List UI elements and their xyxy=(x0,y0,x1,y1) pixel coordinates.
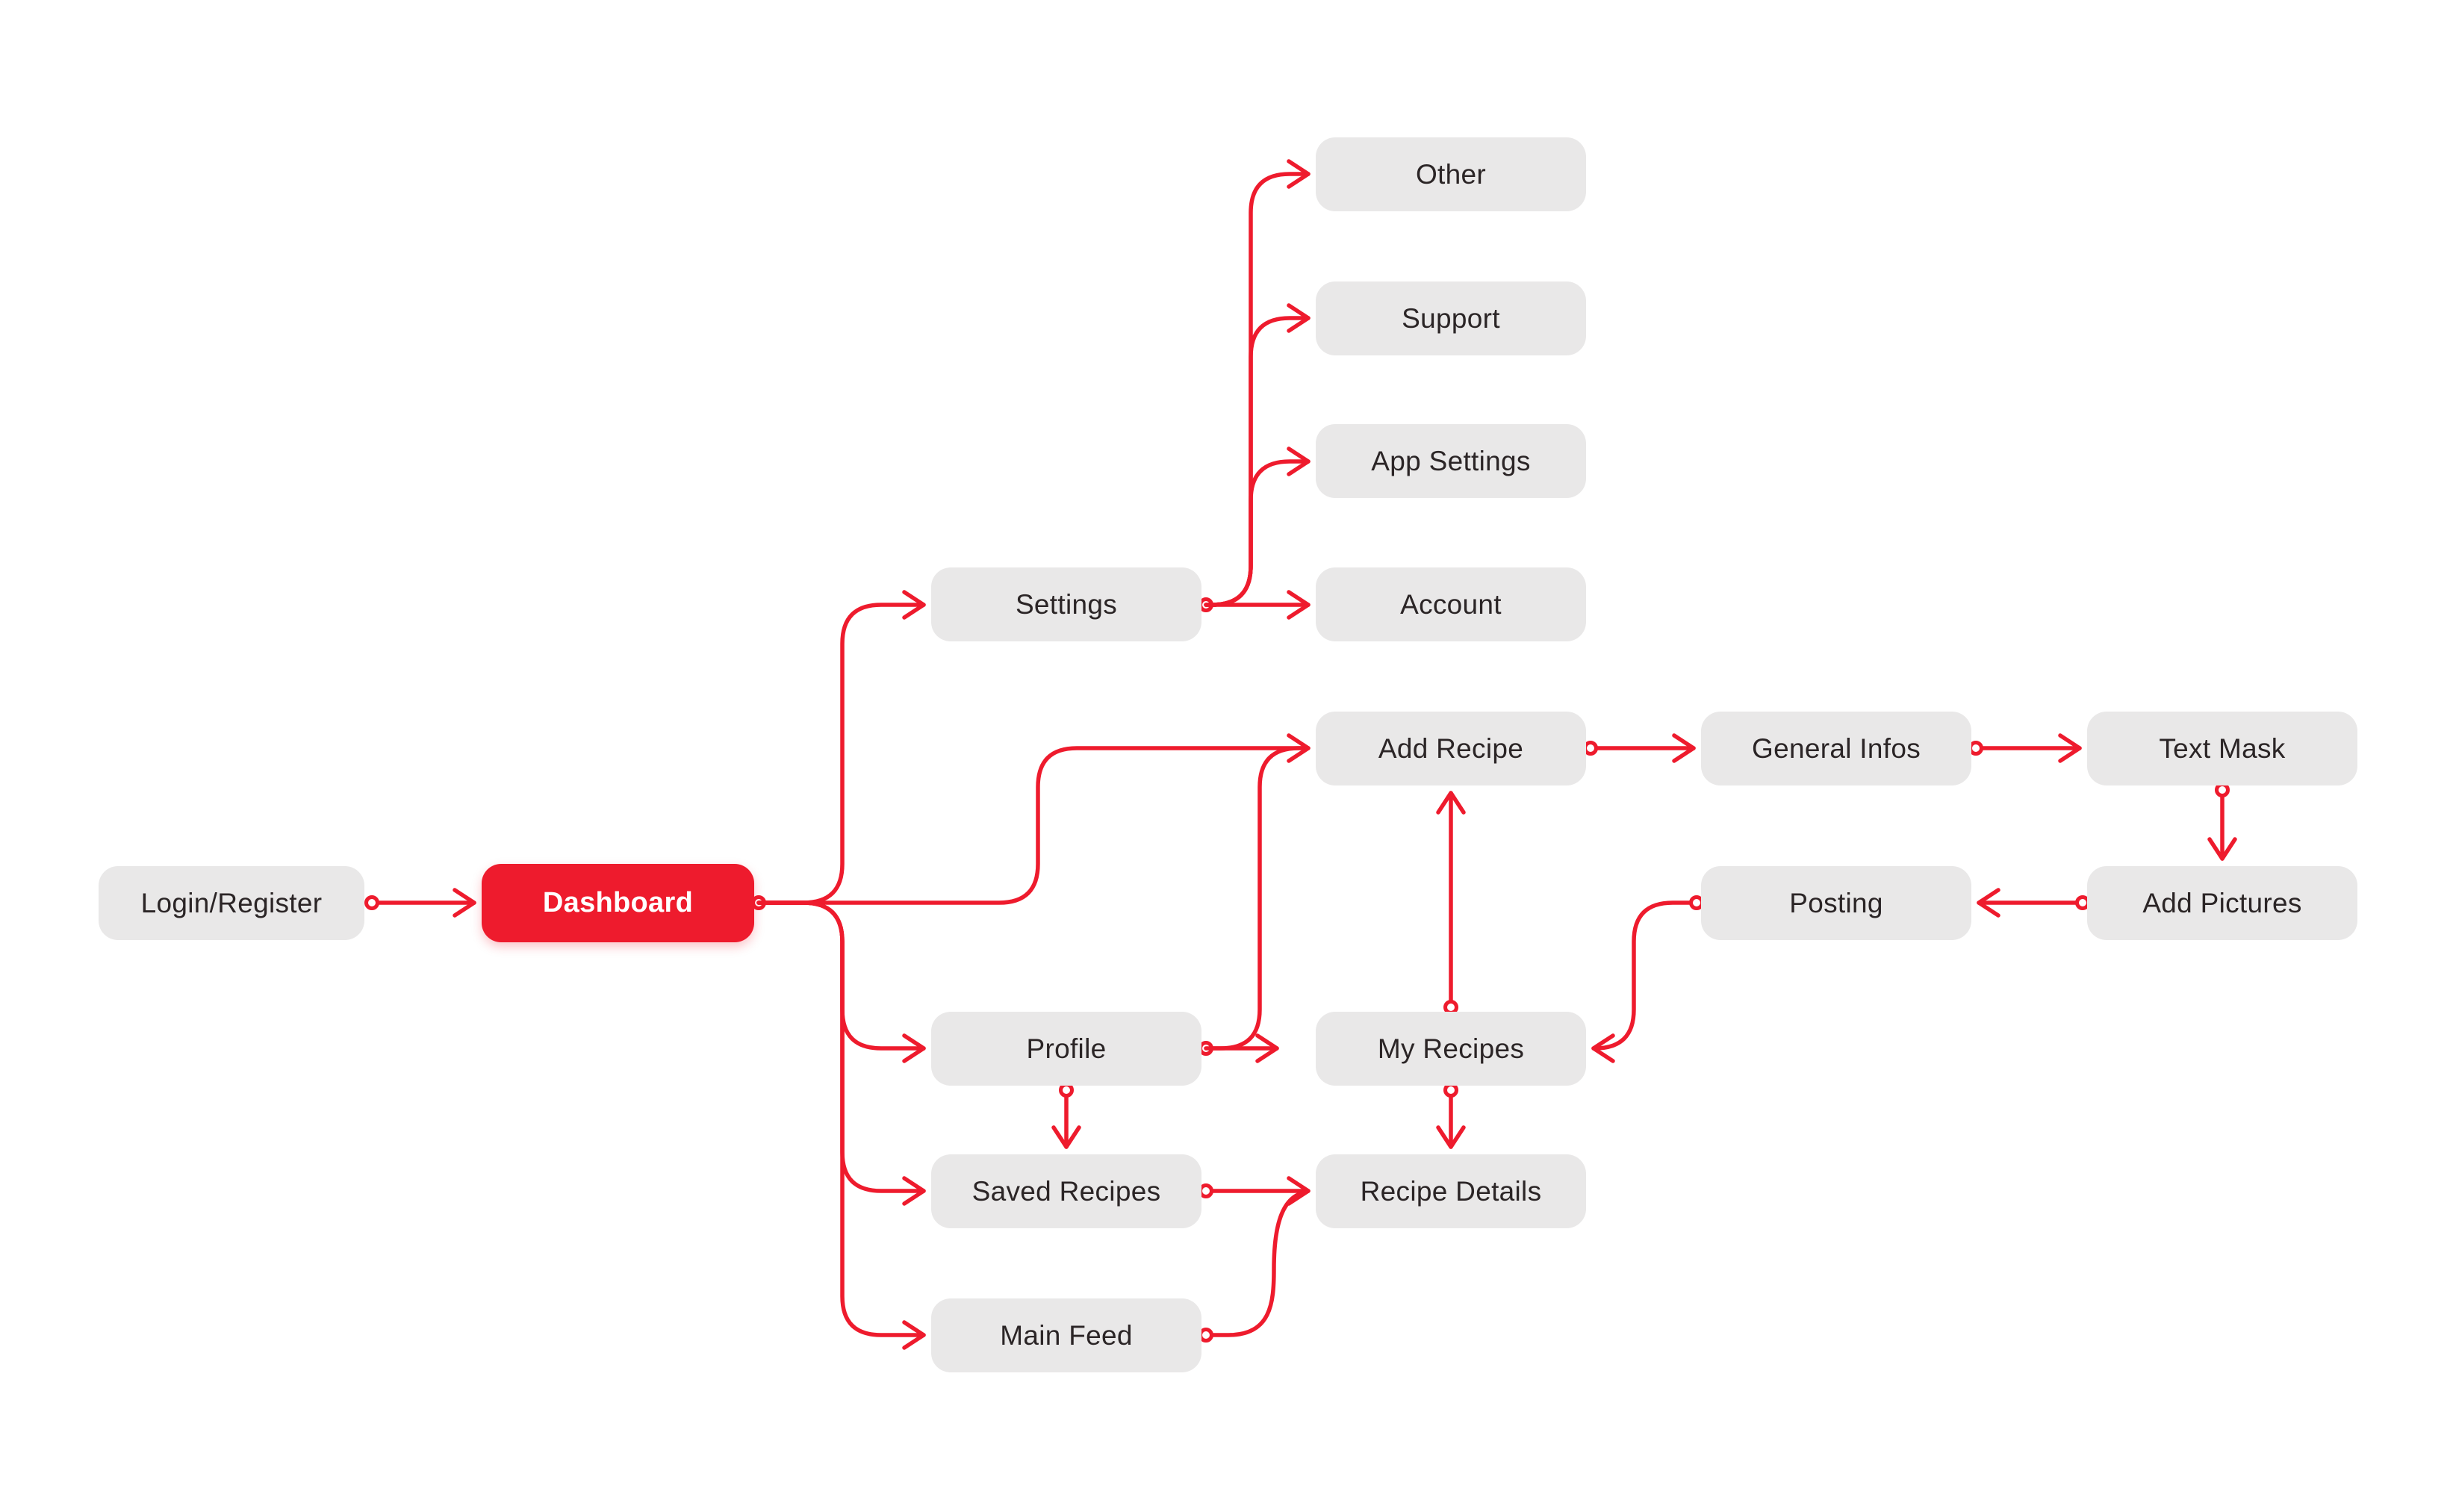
edge-dashboard-main-feed xyxy=(756,900,926,1350)
edge-settings-other xyxy=(1204,159,1311,607)
node-account-label: Account xyxy=(1400,588,1502,620)
node-general-infos[interactable]: General Infos xyxy=(1701,712,1971,785)
edge-dashboard-settings xyxy=(751,590,926,910)
node-add-recipe-label: Add Recipe xyxy=(1378,732,1524,764)
edge-dashboard-add-recipe xyxy=(756,733,1311,905)
node-main-feed[interactable]: Main Feed xyxy=(931,1298,1201,1372)
node-account[interactable]: Account xyxy=(1316,567,1586,641)
node-settings[interactable]: Settings xyxy=(931,567,1201,641)
node-add-pictures[interactable]: Add Pictures xyxy=(2087,866,2357,940)
node-support-label: Support xyxy=(1402,302,1500,334)
node-posting-label: Posting xyxy=(1789,887,1883,918)
node-add-recipe[interactable]: Add Recipe xyxy=(1316,712,1586,785)
node-login-register[interactable]: Login/Register xyxy=(99,866,364,940)
node-posting[interactable]: Posting xyxy=(1701,866,1971,940)
edge-settings-app-settings xyxy=(1204,447,1311,607)
node-saved-recipes-label: Saved Recipes xyxy=(971,1175,1161,1207)
node-support[interactable]: Support xyxy=(1316,281,1586,355)
node-recipe-details[interactable]: Recipe Details xyxy=(1316,1154,1586,1228)
edge-settings-support xyxy=(1204,303,1311,607)
node-dashboard-label: Dashboard xyxy=(542,887,694,918)
node-login-register-label: Login/Register xyxy=(140,887,323,918)
edge-main-feed-recipe-details xyxy=(1198,1190,1308,1343)
node-profile[interactable]: Profile xyxy=(931,1012,1201,1086)
node-other-label: Other xyxy=(1415,158,1487,190)
node-dashboard[interactable]: Dashboard xyxy=(482,864,754,942)
node-profile-label: Profile xyxy=(1026,1033,1107,1064)
node-saved-recipes[interactable]: Saved Recipes xyxy=(931,1154,1201,1228)
node-general-infos-label: General Infos xyxy=(1751,732,1921,764)
node-recipe-details-label: Recipe Details xyxy=(1360,1175,1542,1207)
node-app-settings[interactable]: App Settings xyxy=(1316,424,1586,498)
node-text-mask-label: Text Mask xyxy=(2159,732,2286,764)
node-settings-label: Settings xyxy=(1015,588,1118,620)
node-my-recipes[interactable]: My Recipes xyxy=(1316,1012,1586,1086)
edge-dashboard-profile xyxy=(756,900,926,1063)
node-add-pictures-label: Add Pictures xyxy=(2142,887,2302,918)
edge-profile-add-recipe xyxy=(1204,746,1305,1051)
node-main-feed-label: Main Feed xyxy=(1000,1319,1133,1351)
edge-dashboard-saved-recipes xyxy=(756,900,926,1206)
node-text-mask[interactable]: Text Mask xyxy=(2087,712,2357,785)
edge-posting-my-recipes xyxy=(1591,895,1704,1063)
node-other[interactable]: Other xyxy=(1316,137,1586,211)
node-app-settings-label: App Settings xyxy=(1371,445,1531,476)
node-my-recipes-label: My Recipes xyxy=(1377,1033,1525,1064)
